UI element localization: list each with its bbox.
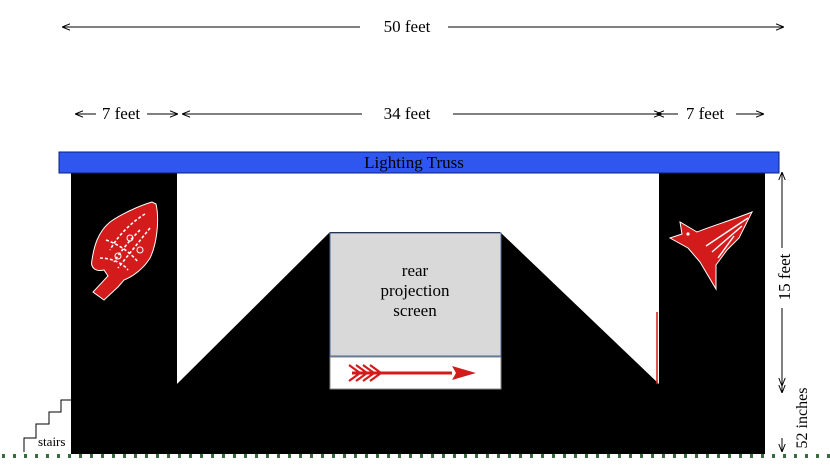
screen-label-line1: rear <box>402 261 429 280</box>
center-span-width-label: 34 feet <box>384 104 431 123</box>
height-dimensions: 15 feet 52 inches <box>775 172 811 452</box>
floor-line <box>0 452 830 458</box>
section-width-dimensions: 7 feet 34 feet 7 feet <box>75 104 764 123</box>
screen-label-line3: screen <box>393 301 437 320</box>
stage-structure <box>71 172 765 454</box>
arrow-banner <box>329 356 502 390</box>
arrowhead-emblem-icon <box>91 201 159 301</box>
truss-label: Lighting Truss <box>364 153 464 172</box>
stairs-label: stairs <box>38 434 65 449</box>
arrow-emblem-icon <box>348 364 476 382</box>
left-wing-width-label: 7 feet <box>102 104 141 123</box>
right-wing-width-label: 7 feet <box>686 104 725 123</box>
total-width-dimension: 50 feet <box>62 17 784 36</box>
height-label: 15 feet <box>775 253 794 300</box>
lighting-truss: Lighting Truss <box>58 151 780 174</box>
total-width-label: 50 feet <box>384 17 431 36</box>
stage-height-label: 52 inches <box>794 388 811 449</box>
projection-screen: rear projection screen <box>329 232 502 357</box>
screen-label-line2: projection <box>381 281 450 300</box>
stairs: stairs <box>23 399 71 452</box>
bird-emblem-icon <box>668 211 754 291</box>
